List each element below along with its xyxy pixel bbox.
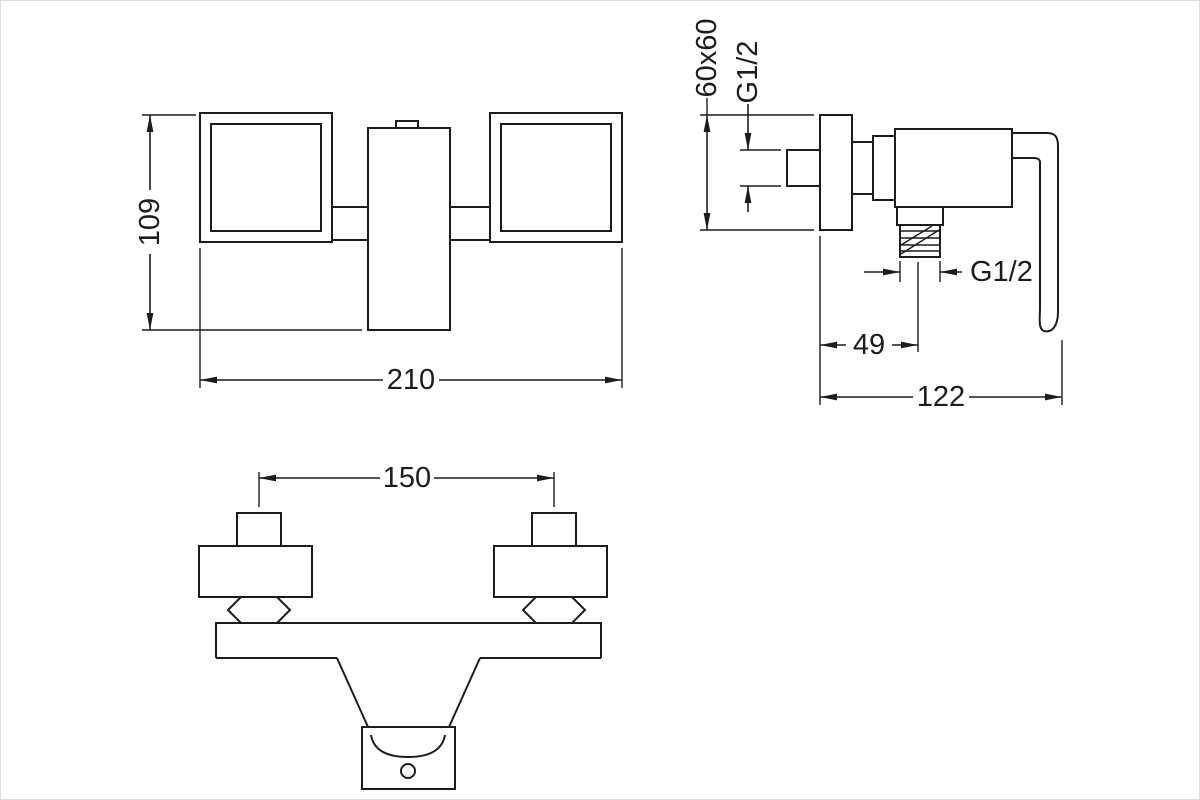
bottom-right-connector xyxy=(493,512,608,624)
side-outlet xyxy=(896,206,944,258)
side-lever-handle xyxy=(1011,132,1059,333)
dimension-wall-to-outlet-49: 49 xyxy=(820,262,919,361)
dimension-inlet-thread-g12: G1/2 xyxy=(732,41,781,212)
bottom-spout-bowl xyxy=(370,734,446,759)
dim-label-outlet-g12: G1/2 xyxy=(970,256,1033,288)
bottom-spout xyxy=(361,726,456,790)
front-body-bar xyxy=(332,206,490,241)
dim-label-49: 49 xyxy=(853,329,885,361)
dim-label-150: 150 xyxy=(383,462,431,494)
front-right-escutcheon xyxy=(489,112,623,243)
bottom-left-nut xyxy=(226,596,292,624)
side-mixer-body xyxy=(894,128,1013,208)
bottom-right-nut xyxy=(521,596,587,624)
dim-label-210: 210 xyxy=(387,364,435,396)
dimension-outlet-thread-g12: G1/2 xyxy=(864,256,1033,288)
side-inlet-connector xyxy=(786,149,821,187)
bottom-left-connector xyxy=(198,512,313,624)
side-view: 60x60 G1/2 G1/2 49 122 xyxy=(691,18,1063,413)
front-view: 109 210 xyxy=(134,112,623,396)
dimension-total-depth-122: 122 xyxy=(819,236,1063,413)
dimension-section-60x60: 60x60 xyxy=(691,18,814,231)
bottom-spout-neck xyxy=(336,657,481,728)
front-handle xyxy=(367,120,451,331)
front-left-escutcheon xyxy=(199,112,333,243)
bottom-body-bar xyxy=(215,622,602,659)
dim-label-60x60: 60x60 xyxy=(691,18,723,97)
dim-label-inlet-g12: G1/2 xyxy=(732,41,764,104)
bottom-spout-hole xyxy=(400,763,416,779)
front-handle-cap xyxy=(395,120,419,129)
dimension-centers-150: 150 xyxy=(258,462,555,507)
bottom-view: 150 xyxy=(198,462,608,790)
dim-label-109: 109 xyxy=(134,198,166,246)
dimension-width-210: 210 xyxy=(199,248,623,396)
side-union-nut xyxy=(851,135,896,201)
dimension-height-109: 109 xyxy=(134,114,362,331)
side-wall-plate xyxy=(819,114,853,231)
dim-label-122: 122 xyxy=(917,381,965,413)
side-outlet-thread xyxy=(899,224,941,258)
